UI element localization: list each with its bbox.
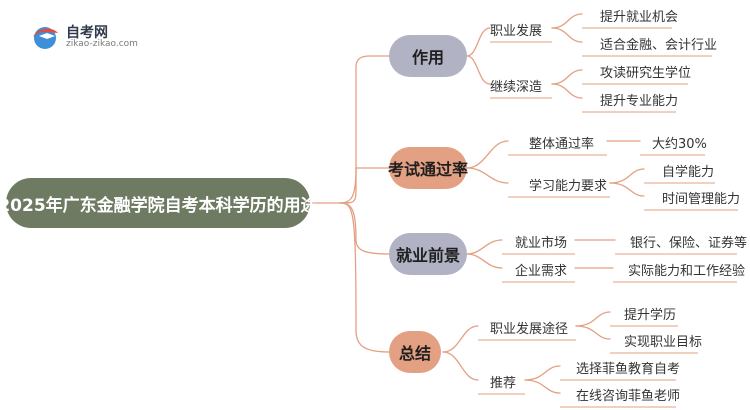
leaf-graduate-degree: 攻读研究生学位 — [600, 66, 692, 81]
leaf-consult-feiyu: 在线咨询菲鱼老师 — [576, 389, 681, 404]
root-node: 2025年广东金融学院自考本科学历的用途 — [0, 178, 318, 228]
subtopic-company-demand: 企业需求 — [515, 264, 568, 279]
category-node-pass-rate: 考试通过率 — [388, 147, 468, 189]
leaf-professional-ability: 提升专业能力 — [600, 94, 679, 109]
subtopic-recommendation: 推荐 — [490, 376, 517, 391]
site-logo: 自考网 zikao-zikao.com — [30, 22, 170, 52]
leaf-industries: 银行、保险、证券等 — [630, 236, 748, 251]
graduation-cap-icon — [33, 27, 58, 49]
category-node-summary: 总结 — [389, 331, 441, 373]
subtopic-career-development: 职业发展 — [490, 24, 543, 39]
leaf-improve-education: 提升学历 — [624, 308, 677, 323]
subtopic-overall-pass-rate: 整体通过率 — [529, 137, 595, 152]
leaf-choose-feiyu: 选择菲鱼教育自考 — [576, 362, 681, 377]
leaf-career-goals: 实现职业目标 — [624, 335, 703, 350]
subtopic-learning-ability: 学习能力要求 — [529, 179, 608, 194]
logo-title: 自考网 — [66, 25, 108, 41]
leaf-finance-accounting: 适合金融、会计行业 — [600, 38, 718, 53]
subtopic-further-study: 继续深造 — [490, 80, 543, 95]
leaf-practical-experience: 实际能力和工作经验 — [628, 264, 746, 279]
logo-subtitle: zikao-zikao.com — [66, 39, 138, 49]
category-node-employment: 就业前景 — [389, 233, 467, 275]
leaf-more-job-opportunities: 提升就业机会 — [600, 10, 679, 25]
subtopic-job-market: 就业市场 — [515, 236, 568, 251]
leaf-pass-rate-value: 大约30% — [652, 137, 707, 152]
leaf-self-study: 自学能力 — [662, 165, 715, 180]
category-node-role: 作用 — [389, 35, 467, 77]
subtopic-career-path: 职业发展途径 — [490, 322, 569, 337]
leaf-time-management: 时间管理能力 — [662, 192, 741, 207]
